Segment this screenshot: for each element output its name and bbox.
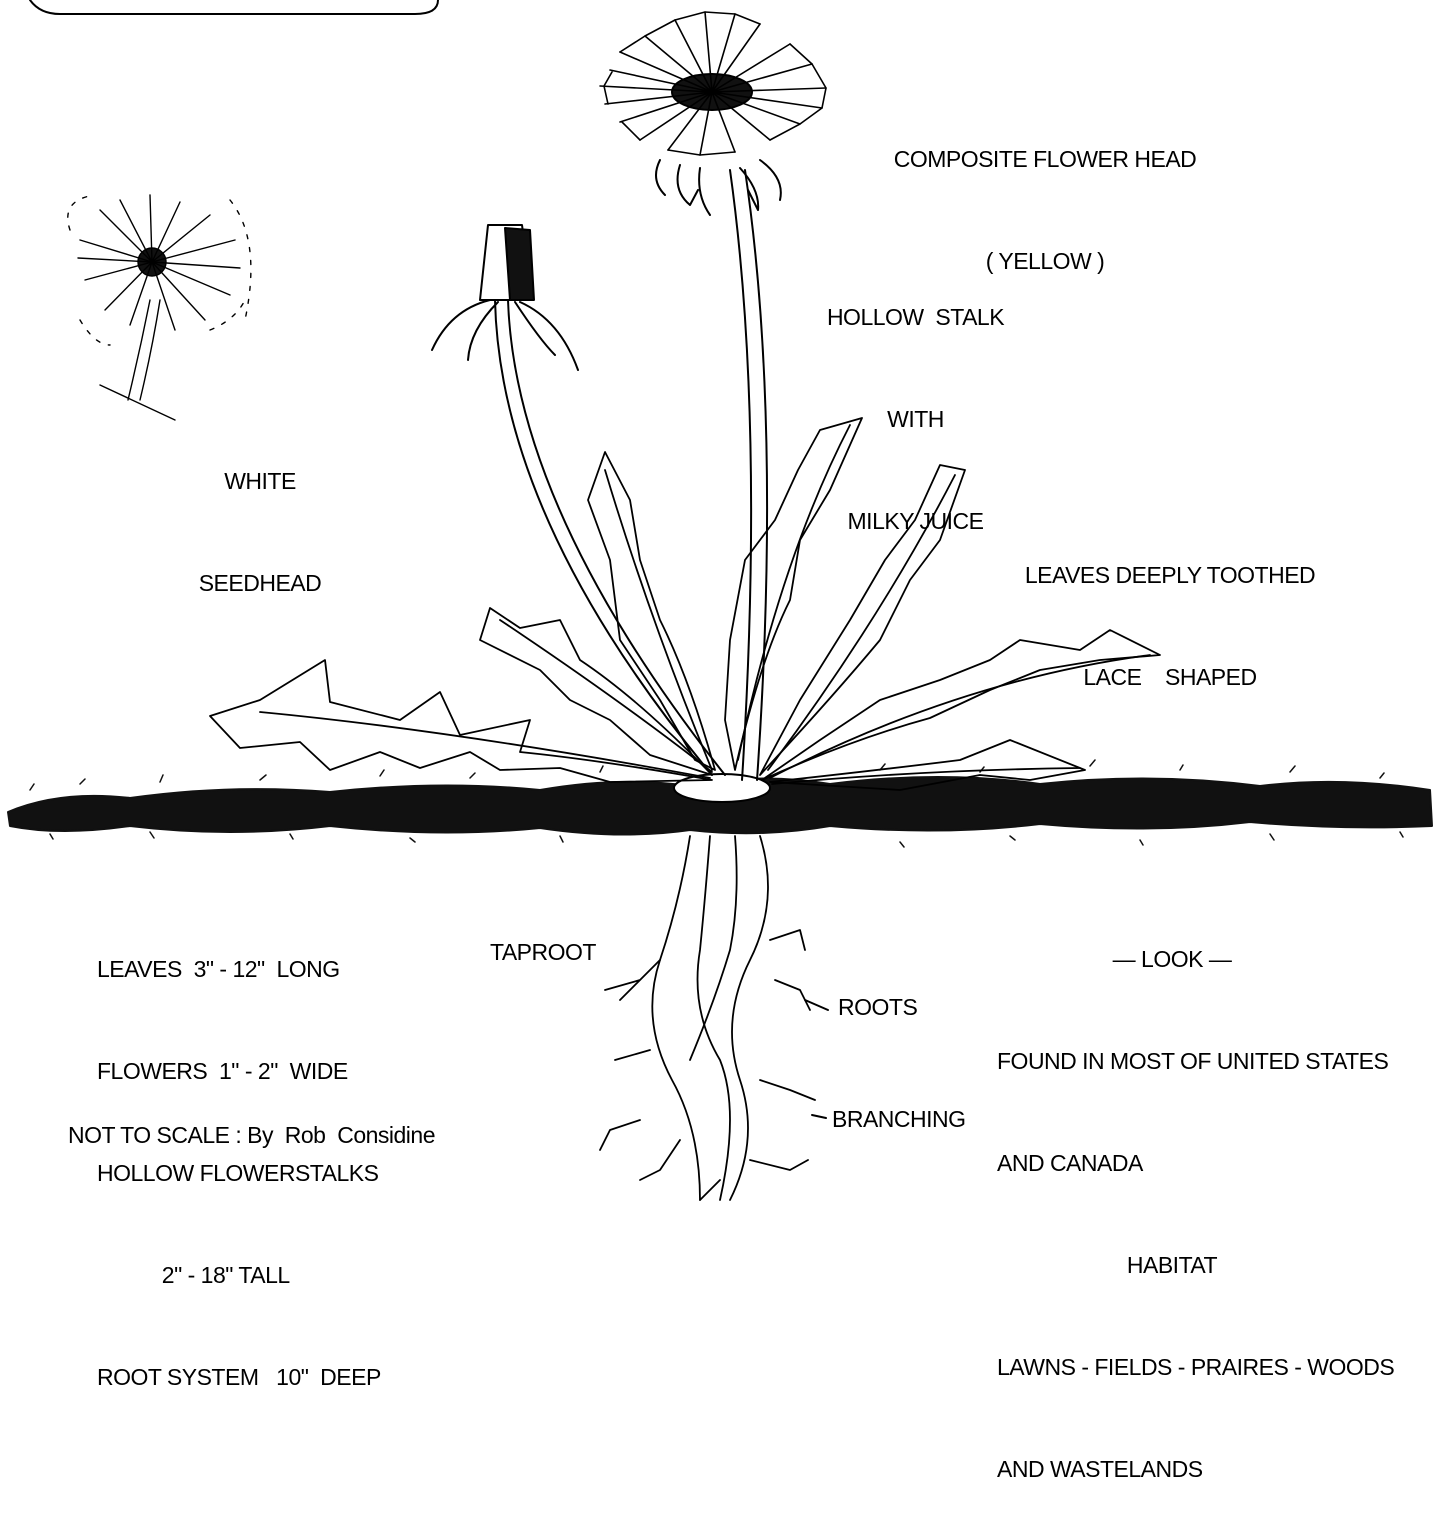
habitat-heading: HABITAT [997, 1248, 1347, 1282]
stalk-label-line-1: HOLLOW STALK [808, 300, 1023, 334]
fact-line: LEAVES 3" - 12" LONG [97, 952, 381, 986]
look-line: FOUND IN MOST OF UNITED STATES [997, 1044, 1447, 1078]
bud-stalk [495, 300, 725, 775]
flower-stalk [730, 170, 767, 780]
seedhead-label-line-1: WHITE [190, 464, 330, 498]
stalk-label: HOLLOW STALK WITH MILKY JUICE [808, 232, 1023, 572]
leaves-label-line-2: LACE SHAPED [1005, 660, 1335, 694]
flower-head-label-line-1: COMPOSITE FLOWER HEAD [880, 142, 1210, 176]
branching-leader [812, 1115, 826, 1118]
facts-block: LEAVES 3" - 12" LONG FLOWERS 1" - 2" WID… [97, 884, 381, 1428]
stalk-label-line-3: MILKY JUICE [808, 504, 1023, 538]
leaves-label: LEAVES DEEPLY TOOTHED LACE SHAPED [1005, 490, 1335, 728]
fact-line: HOLLOW FLOWERSTALKS [97, 1156, 381, 1190]
look-line: AND CANADA [997, 1146, 1447, 1180]
seedhead-pointer [100, 385, 175, 420]
taproot-label: TAPROOT [490, 935, 596, 969]
plant-crown [674, 774, 770, 802]
flower-head [600, 12, 826, 215]
roots-label: ROOTS [838, 990, 917, 1024]
leaf-far-left [210, 660, 712, 782]
seedhead-label: WHITE SEEDHEAD [190, 396, 330, 634]
fact-line: 2" - 18" TALL [97, 1258, 381, 1292]
leaf-left-upper [480, 608, 712, 775]
habitat-line: AND WASTELANDS [997, 1452, 1447, 1486]
look-block: — LOOK — FOUND IN MOST OF UNITED STATES … [997, 874, 1447, 1520]
root-system [600, 836, 815, 1200]
habitat-line: LAWNS - FIELDS - PRAIRES - WOODS [997, 1350, 1447, 1384]
seedhead-label-line-2: SEEDHEAD [190, 566, 330, 600]
credit-note: NOT TO SCALE : By Rob Considine [68, 1118, 435, 1152]
title-box-outline [30, 0, 438, 14]
seedhead [68, 195, 251, 420]
look-heading: — LOOK — [997, 942, 1347, 976]
fact-line: ROOT SYSTEM 10" DEEP [97, 1360, 381, 1394]
branching-label: BRANCHING [832, 1102, 966, 1136]
fact-line: FLOWERS 1" - 2" WIDE [97, 1054, 381, 1088]
stalk-label-line-2: WITH [808, 402, 1023, 436]
leaves-label-line-1: LEAVES DEEPLY TOOTHED [1005, 558, 1335, 592]
